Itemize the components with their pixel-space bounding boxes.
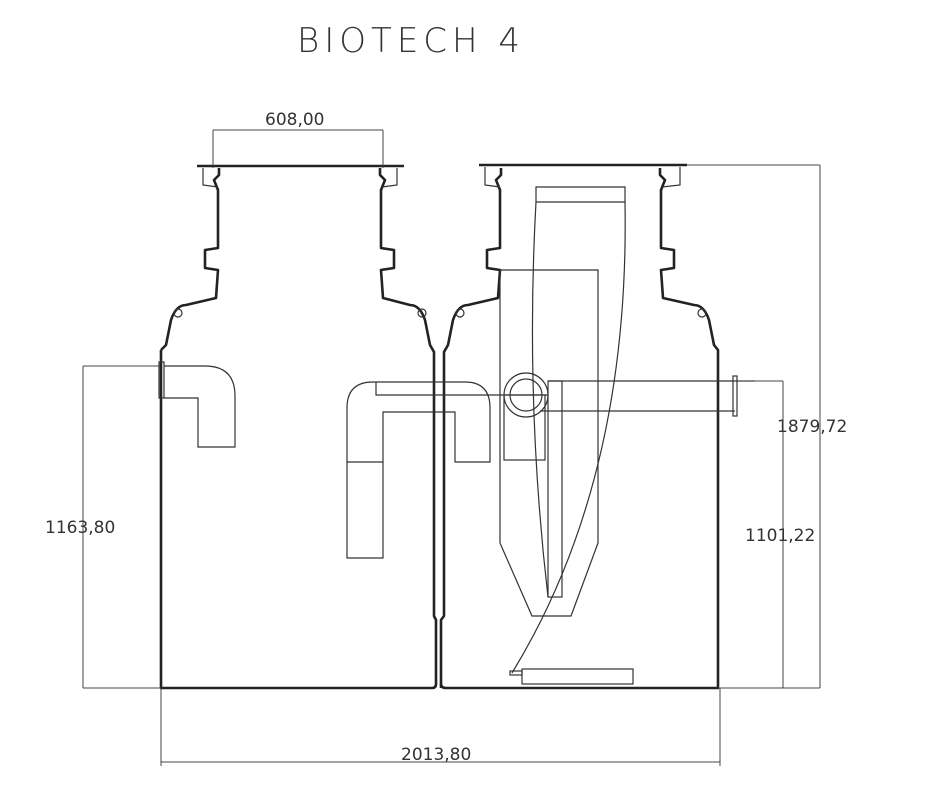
dimension-neck-width: 608,00: [212, 110, 384, 168]
outlet-height-label: 1101,22: [745, 526, 815, 546]
transfer-pipe: [346, 381, 548, 559]
dimension-outlet-height: 1101,22: [718, 380, 820, 689]
lifting-eye: [697, 308, 707, 318]
total-height-label: 1879,72: [777, 417, 847, 437]
inlet-pipe: [158, 361, 236, 448]
dimension-total-height: 1879,72: [687, 164, 847, 688]
dimension-total-width: 2013,80: [160, 688, 721, 766]
left-tank: [159, 164, 438, 690]
inlet-height-label: 1163,80: [45, 518, 115, 538]
neck-width-label: 608,00: [265, 110, 324, 130]
lifting-eye: [417, 308, 427, 318]
right-tank: [439, 163, 720, 690]
bottom-plate: [521, 668, 634, 685]
lifting-eye: [455, 308, 465, 318]
internal-separator: [499, 186, 755, 685]
outlet-flange: [732, 375, 738, 417]
total-width-label: 2013,80: [401, 745, 471, 765]
dimension-inlet-height: 1163,80: [45, 365, 161, 689]
drawing-title: BIOTECH 4: [297, 21, 525, 61]
lifting-eye: [173, 308, 183, 318]
